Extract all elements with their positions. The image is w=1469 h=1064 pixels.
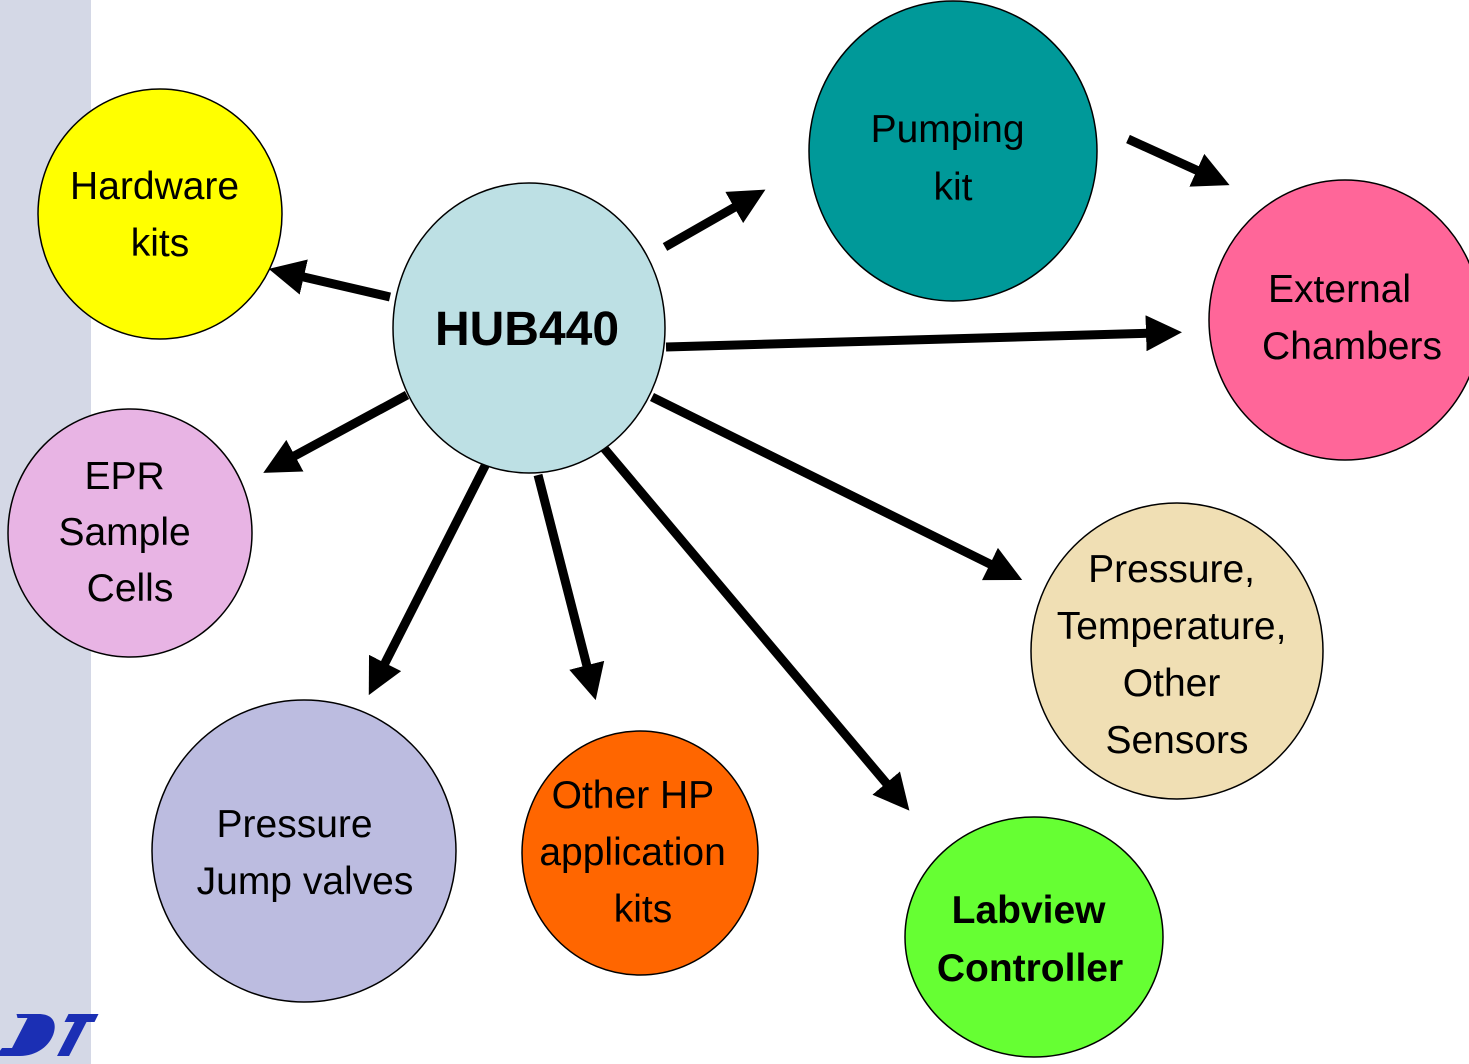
node-hub440: HUB440 xyxy=(392,182,666,474)
arrow-hub-to-pumping-kit xyxy=(662,189,766,251)
node-pressure-jump-valves: Pressure Jump valves xyxy=(151,699,457,1003)
arrow-hub-to-hardware-kits xyxy=(268,259,392,302)
node-label: Pumping kit xyxy=(871,108,1036,209)
node-label: EPR Sample Cells xyxy=(58,455,201,610)
node-epr-sample-cells: EPR Sample Cells xyxy=(7,408,253,658)
node-label: Labview Controller xyxy=(937,889,1123,990)
arrow-hub-to-other-hp-kits xyxy=(533,473,605,701)
node-label: Other HP application kits xyxy=(539,774,736,931)
node-hardware-kits: Hardware kits xyxy=(37,88,283,340)
logo-fragment xyxy=(0,1014,99,1056)
arrow-hub-to-external-chambers xyxy=(665,315,1182,352)
arrow-hub-to-epr-sample-cells xyxy=(263,391,410,473)
arrow-hub-to-labview-controller xyxy=(599,444,910,811)
node-label: Hardware kits xyxy=(70,165,250,265)
arrow-pumping-to-external-chambers xyxy=(1126,134,1230,187)
node-label: External Chambers xyxy=(1262,268,1442,368)
node-pumping-kit: Pumping kit xyxy=(808,0,1098,302)
node-labview-controller: Labview Controller xyxy=(904,816,1164,1058)
node-label: Pressure, Temperature, Other Sensors xyxy=(1057,548,1298,762)
node-sensors: Pressure, Temperature, Other Sensors xyxy=(1030,502,1324,800)
node-label: Pressure Jump valves xyxy=(197,803,414,903)
arrow-hub-to-sensors xyxy=(650,392,1023,581)
arrow-hub-to-pressure-jump-valves xyxy=(368,457,493,696)
arrows xyxy=(263,134,1230,811)
node-external-chambers: External Chambers xyxy=(1208,179,1469,461)
node-other-hp-kits: Other HP application kits xyxy=(521,730,759,976)
hub-label: HUB440 xyxy=(435,303,619,356)
